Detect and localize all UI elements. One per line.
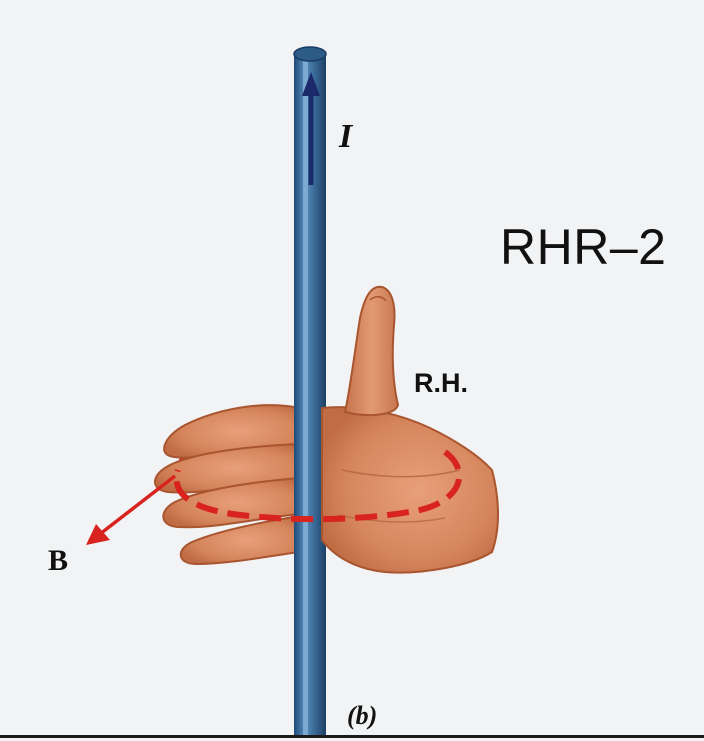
right-hand-label: R.H. bbox=[414, 368, 468, 399]
field-direction-arrow bbox=[86, 476, 175, 545]
diagram-title: RHR–2 bbox=[500, 218, 666, 276]
hand-palm-thumb bbox=[322, 287, 498, 573]
magnetic-field-label: B bbox=[48, 544, 68, 578]
figure-baseline bbox=[0, 735, 704, 738]
panel-label: (b) bbox=[347, 701, 377, 731]
current-label: I bbox=[339, 118, 352, 156]
